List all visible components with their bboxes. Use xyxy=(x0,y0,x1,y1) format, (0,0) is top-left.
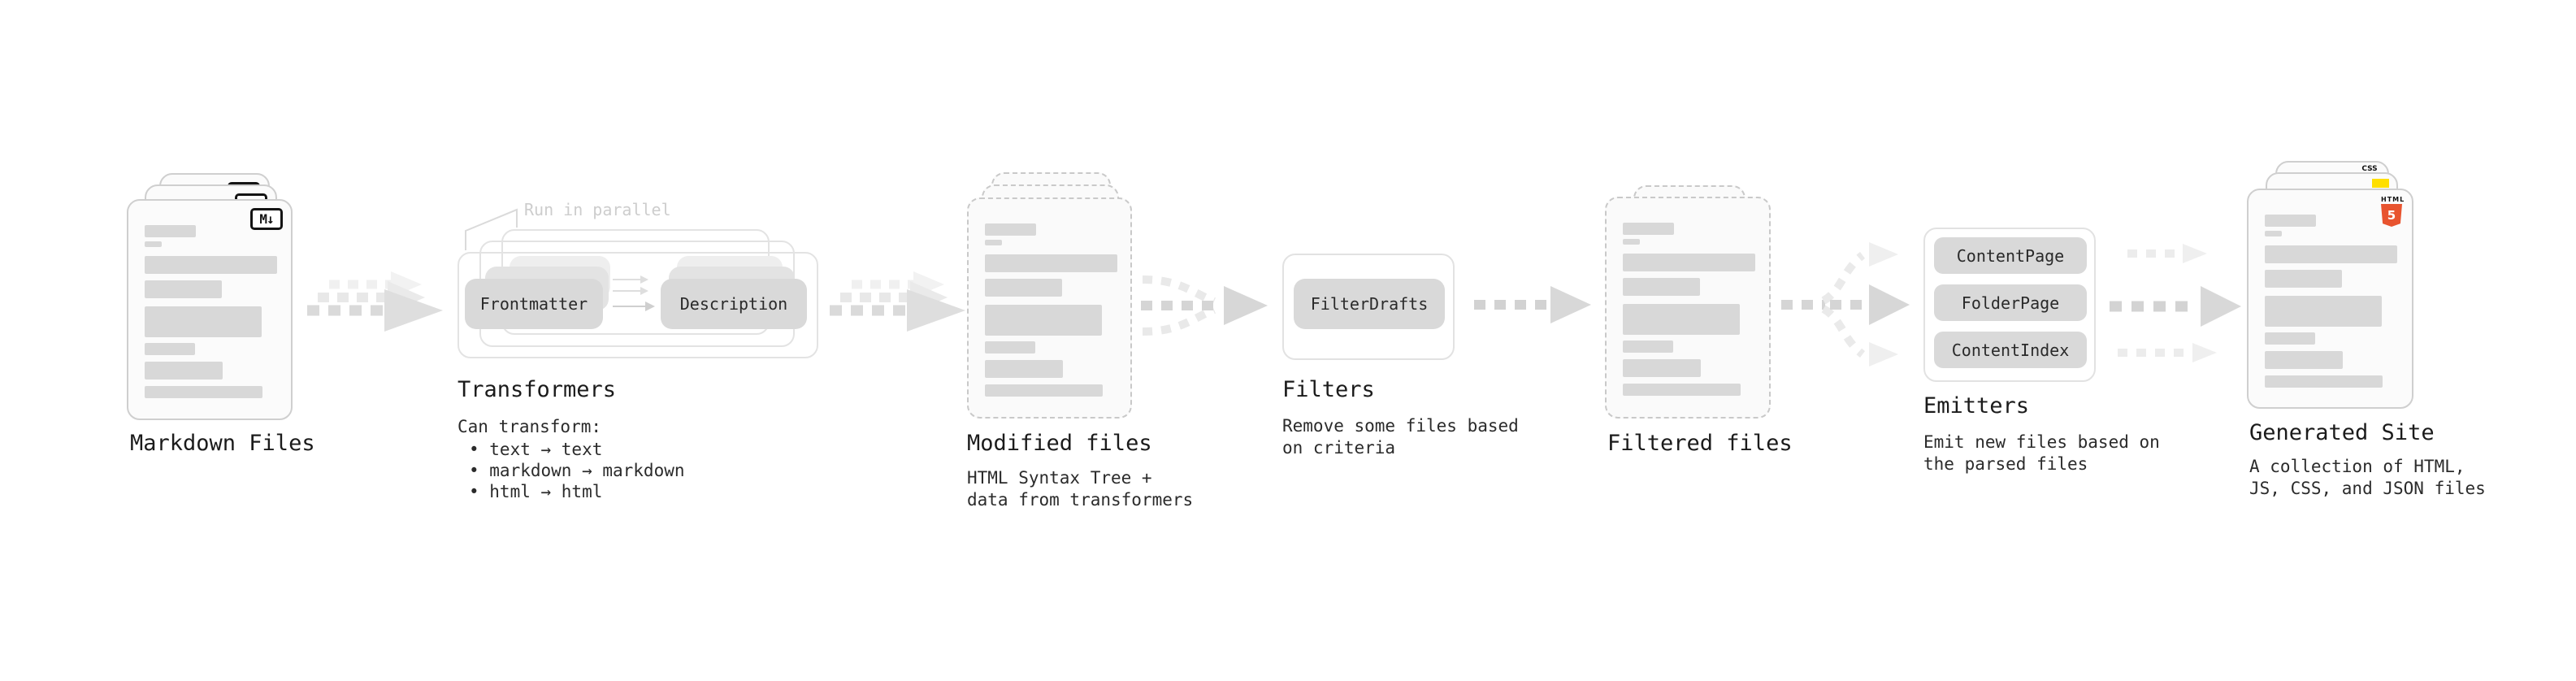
filters-desc-1: Remove some files based xyxy=(1282,416,1519,436)
folderpage-pill: FolderPage xyxy=(1934,284,2087,321)
file-text-placeholder-bars xyxy=(1623,223,1755,396)
generated-site-desc-1: A collection of HTML, xyxy=(2249,457,2465,476)
file-text-placeholder-bars xyxy=(2265,215,2397,388)
run-in-parallel-leader-line xyxy=(465,208,518,250)
file-text-placeholder-bars xyxy=(985,223,1117,397)
contentindex-pill: ContentIndex xyxy=(1934,332,2087,368)
emitters-desc-1: Emit new files based on xyxy=(1923,432,2160,452)
markdown-icon: M↓ xyxy=(250,208,283,230)
filters-desc-2: on criteria xyxy=(1282,438,1396,458)
transformers-bullet-3: • html → html xyxy=(469,482,603,501)
transformers-bullet-2: • markdown → markdown xyxy=(469,461,685,480)
frontmatter-pill: Frontmatter xyxy=(465,279,603,329)
run-in-parallel-annotation: Run in parallel xyxy=(524,200,671,219)
modified-files-desc-1: HTML Syntax Tree + xyxy=(967,468,1152,488)
js-badge-icon xyxy=(2372,179,2389,188)
transformers-bullet-1: • text → text xyxy=(469,440,603,459)
transformer-frame-front xyxy=(458,252,818,358)
file-text-placeholder-bars xyxy=(145,225,277,398)
emitters-desc-2: the parsed files xyxy=(1923,454,2088,474)
modified-file-card-front xyxy=(967,197,1132,419)
transformers-label: Transformers xyxy=(458,377,617,402)
flow-arrow-transformers-to-modified xyxy=(830,271,965,332)
modified-files-desc-2: data from transformers xyxy=(967,490,1194,510)
generated-site-desc-2: JS, CSS, and JSON files xyxy=(2249,479,2486,498)
flow-arrow-filtered-to-emitters xyxy=(1781,242,1910,367)
contentpage-pill: ContentPage xyxy=(1934,237,2087,274)
flow-arrows-emitters-to-site xyxy=(2110,244,2241,362)
emitters-label: Emitters xyxy=(1923,393,2030,419)
modified-files-label: Modified files xyxy=(967,431,1152,456)
markdown-files-label: Markdown Files xyxy=(130,431,315,456)
filtered-files-label: Filtered files xyxy=(1607,431,1793,456)
generated-site-label: Generated Site xyxy=(2249,420,2435,445)
html5-logo-icon: HTML 5 xyxy=(2381,196,2404,227)
filterdrafts-pill: FilterDrafts xyxy=(1294,279,1445,329)
filters-label: Filters xyxy=(1282,377,1375,402)
description-pill: Description xyxy=(661,279,807,329)
pill-to-pill-arrows xyxy=(613,275,655,311)
markdown-file-card-front: M↓ xyxy=(127,199,293,420)
site-file-card-front: HTML 5 xyxy=(2247,189,2413,409)
filtered-file-card-front xyxy=(1605,197,1771,419)
flow-arrow-modified-to-filters xyxy=(1141,275,1268,336)
transformers-desc-title: Can transform: xyxy=(458,417,602,436)
flow-arrow-filters-to-filtered xyxy=(1474,286,1591,323)
flow-arrow-markdown-to-transformers xyxy=(307,271,443,332)
